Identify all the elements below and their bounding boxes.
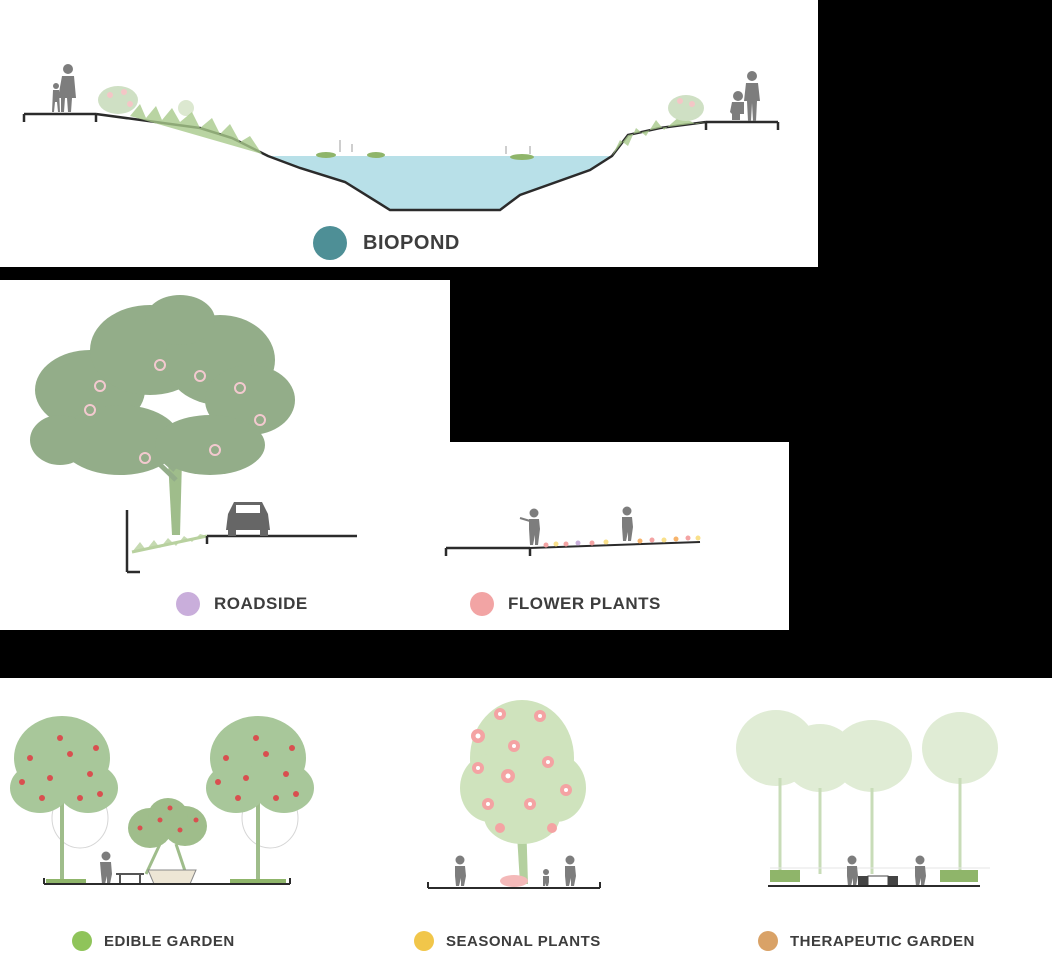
roadside-color-dot bbox=[176, 592, 200, 616]
biopond-label: BIOPOND bbox=[363, 232, 460, 255]
left-platform bbox=[24, 114, 96, 122]
roadside-label: ROADSIDE bbox=[214, 594, 308, 614]
flower-plants-label: FLOWER PLANTS bbox=[508, 594, 661, 614]
biopond-panel: BIOPOND bbox=[0, 0, 818, 267]
therapeutic-garden-scene bbox=[736, 710, 998, 886]
seasonal-plants-label: SEASONAL PLANTS bbox=[446, 933, 601, 950]
right-platform bbox=[706, 122, 778, 130]
garden-types-panel: EDIBLE GARDEN SEASONAL PLANTS THERAPEUTI… bbox=[0, 678, 1052, 960]
edible-garden-scene bbox=[10, 716, 314, 884]
seasonal-plants-color-dot bbox=[414, 931, 434, 951]
edible-garden-color-dot bbox=[72, 931, 92, 951]
flower-plants-ground bbox=[446, 542, 700, 556]
person-figure bbox=[730, 71, 760, 121]
legend-item-therapeutic-garden: THERAPEUTIC GARDEN bbox=[758, 931, 975, 951]
right-bank-vegetation bbox=[612, 95, 706, 156]
legend-item-seasonal-plants: SEASONAL PLANTS bbox=[414, 931, 601, 951]
seasonal-plants-scene bbox=[428, 700, 600, 888]
legend-item-edible-garden: EDIBLE GARDEN bbox=[72, 931, 235, 951]
edible-garden-label: EDIBLE GARDEN bbox=[104, 933, 235, 950]
waterbirds bbox=[340, 140, 530, 154]
person-figure bbox=[520, 507, 633, 546]
roadside-tree bbox=[30, 295, 295, 535]
legend-item-biopond: BIOPOND bbox=[313, 226, 460, 260]
flower-plants-color-dot bbox=[470, 592, 494, 616]
left-bank-vegetation bbox=[98, 86, 262, 154]
car-icon bbox=[226, 502, 270, 536]
legend-item-roadside: ROADSIDE bbox=[176, 592, 308, 616]
therapeutic-garden-label: THERAPEUTIC GARDEN bbox=[790, 933, 975, 950]
legend-item-flower-plants: FLOWER PLANTS bbox=[470, 592, 661, 616]
roadside-flower-illustration bbox=[0, 280, 789, 630]
biopond-color-dot bbox=[313, 226, 347, 260]
pond-water bbox=[268, 156, 612, 210]
therapeutic-garden-color-dot bbox=[758, 931, 778, 951]
person-figure bbox=[52, 64, 76, 112]
garden-types-illustration bbox=[0, 678, 1052, 960]
